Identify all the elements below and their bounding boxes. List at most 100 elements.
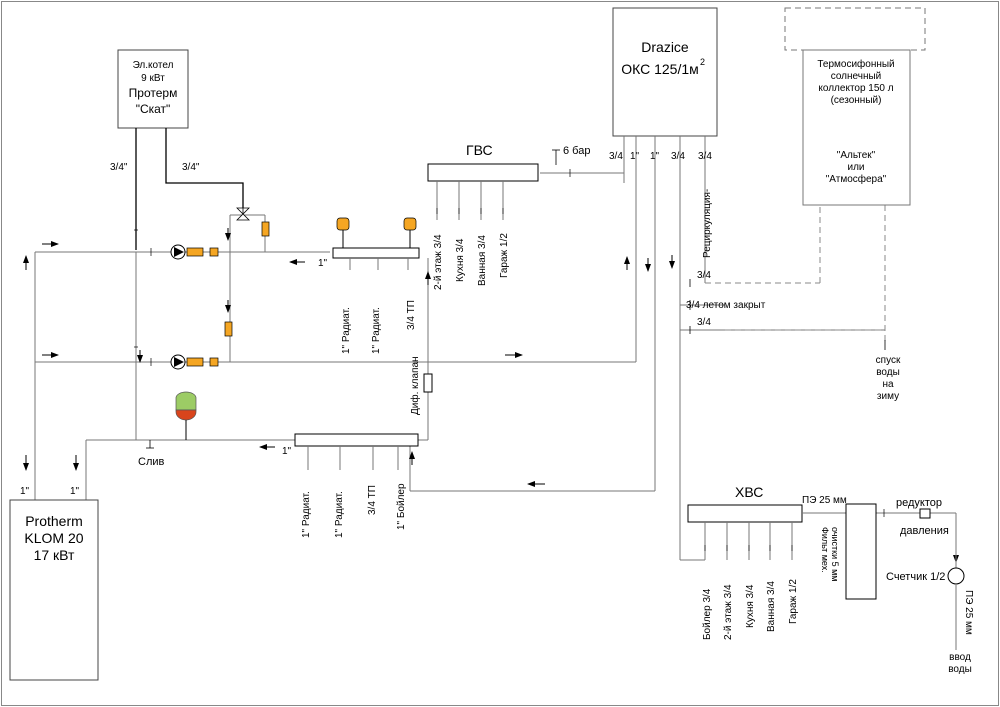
dhw-port-1: 3/4 [609, 151, 623, 162]
dhw-tank-line2-sup: 2 [700, 57, 705, 67]
air-vent-1 [336, 217, 350, 248]
expansion-tank [175, 391, 197, 440]
lower-collector [294, 433, 419, 447]
diff-valve-symbol [423, 373, 433, 393]
air-vent-2 [403, 217, 417, 248]
hvs-outlet-3: Кухня 3/4 [745, 584, 756, 628]
upper-collector-outlet-3: 3/4 ТП [406, 300, 417, 330]
dhw-port-5: 3/4 [698, 151, 712, 162]
check-valve-upper [261, 221, 270, 237]
three-way-valve [236, 204, 250, 221]
electric-boiler-box [117, 49, 189, 129]
diff-valve-label: Диф. клапан [409, 356, 421, 415]
solar-line-a: 3/4 [697, 270, 711, 281]
electric-boiler-pipe-left: 3/4" [110, 162, 128, 173]
pe-pipe-label: ПЭ 25 мм [802, 495, 847, 506]
water-inlet-line2: воды [948, 664, 972, 675]
meter-symbol [947, 567, 965, 585]
pump-upper [170, 244, 219, 260]
upper-collector [332, 247, 420, 259]
drain-winter-line2: воды [876, 367, 900, 378]
solar-line-c: 3/4 [697, 317, 711, 328]
water-inlet-pipe: ПЭ 25 мм [963, 590, 974, 635]
solar-line5: "Альтек" [837, 150, 876, 161]
gvs-outlet-2: Кухня 3/4 [455, 238, 466, 282]
filter-line2: очистки 5 мм [830, 527, 840, 582]
gvs-outlet-3: Ванная 3/4 [477, 235, 488, 286]
reducer-symbol [919, 508, 931, 519]
gas-boiler-line2: KLOM 20 [24, 530, 83, 546]
lower-collector-outlet-2: 1" Радиат. [334, 491, 345, 538]
valve-ticks [134, 169, 885, 551]
lower-collector-outlet-4: 1" Бойлер [396, 483, 407, 530]
electric-boiler-line2: 9 кВт [141, 73, 165, 84]
dhw-port-4: 3/4 [671, 151, 685, 162]
lower-collector-outlet-1: 1" Радиат. [301, 491, 312, 538]
upper-collector-outlet-2: 1" Радиат. [371, 307, 382, 354]
solar-dashed-pipes [705, 205, 886, 345]
dhw-tank-box [612, 7, 718, 137]
solar-line3: коллектор 150 л [818, 83, 893, 94]
solar-line2: солнечный [831, 71, 882, 82]
meter-label: Счетчик 1/2 [886, 571, 945, 583]
electric-boiler-line1: Эл.котел [133, 60, 174, 71]
drain-winter-line1: спуск [876, 355, 901, 366]
gvs-outlet-1: 2-й этаж 3/4 [433, 234, 444, 290]
recirculation-label: Рециркуляция- [702, 189, 713, 258]
drain-winter-line4: зиму [877, 391, 899, 402]
filter-line1: Фильт мех. [820, 527, 830, 573]
lower-collector-outlets [307, 446, 399, 470]
electric-boiler-line3: Протерм [129, 86, 178, 100]
gvs-title: ГВС [466, 142, 493, 158]
solar-line4: (сезонный) [831, 95, 882, 106]
hvs-outlet-4: Ванная 3/4 [766, 581, 777, 632]
dhw-port-3: 1" [650, 151, 660, 162]
drain-valve [146, 440, 154, 449]
water-inlet-line1: ввод [949, 652, 971, 663]
hvs-title: ХВС [735, 484, 763, 500]
gvs-collector [427, 163, 539, 182]
gas-boiler-box [9, 499, 99, 681]
heating-pipes [34, 160, 885, 561]
pump-lower [170, 354, 219, 370]
lower-collector-inlet: 1" [282, 446, 292, 457]
solar-valves [689, 279, 886, 350]
reducer-line1: редуктор [896, 497, 942, 509]
upper-collector-inlet: 1" [318, 258, 328, 269]
electric-boiler-pipes [135, 128, 244, 250]
electric-boiler-pipe-right: 3/4" [182, 162, 200, 173]
hvs-outlet-1: Бойлер 3/4 [702, 588, 713, 640]
reducer-line2: давления [900, 525, 949, 537]
gas-boiler-line3: 17 кВт [34, 547, 75, 563]
lower-collector-outlet-3: 3/4 ТП [367, 485, 378, 515]
upper-collector-outlets [349, 258, 409, 270]
filter-box [845, 503, 877, 600]
gvs-pressure-valve [552, 149, 560, 165]
solar-line-b: 3/4 летом закрыт [686, 300, 766, 311]
flow-arrows [23, 228, 959, 563]
upper-collector-outlet-1: 1" Радиат. [341, 307, 352, 354]
gvs-outlet-4: Гараж 1/2 [499, 233, 510, 278]
gvs-collector-outlets [436, 181, 504, 220]
gas-boiler-pipe-right: 1" [70, 486, 80, 497]
drain-label: Слив [138, 456, 165, 468]
solar-line7: "Атмосфера" [826, 173, 887, 185]
drain-winter-line3: на [882, 379, 894, 390]
solar-line6: или [847, 162, 864, 173]
hvs-outlet-5: Гараж 1/2 [788, 579, 799, 624]
solar-line1: Термосифонный [817, 58, 894, 70]
dhw-port-2: 1" [630, 151, 640, 162]
gvs-pressure: 6 бар [563, 145, 590, 157]
dhw-tank-ports [623, 136, 706, 160]
electric-boiler-line4: "Скат" [136, 102, 171, 116]
gas-boiler-pipe-left: 1" [20, 486, 30, 497]
solar-collector-box [802, 49, 911, 206]
hvs-outlet-2: 2-й этаж 3/4 [723, 584, 734, 640]
hvs-collector [687, 504, 803, 523]
hvs-collector-outlets [704, 512, 957, 650]
solar-collector-top [784, 7, 926, 51]
dhw-tank-line2: ОКС 125/1м [621, 61, 699, 77]
